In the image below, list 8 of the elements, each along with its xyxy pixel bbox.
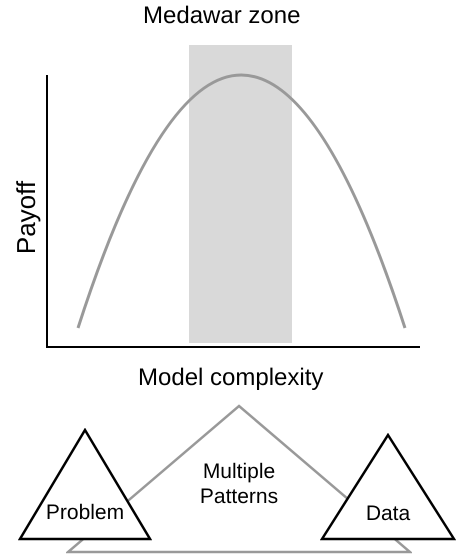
axis-label: Payoff xyxy=(11,180,42,254)
zone-label: Medawar zone xyxy=(143,2,300,30)
axis-label: Model complexity xyxy=(138,364,324,392)
node-label: Problem xyxy=(44,500,126,525)
node-label: Multiple Patterns xyxy=(198,459,280,509)
triangle-node xyxy=(320,433,456,541)
triangle-node xyxy=(18,428,152,541)
node-label: Data xyxy=(364,501,412,526)
